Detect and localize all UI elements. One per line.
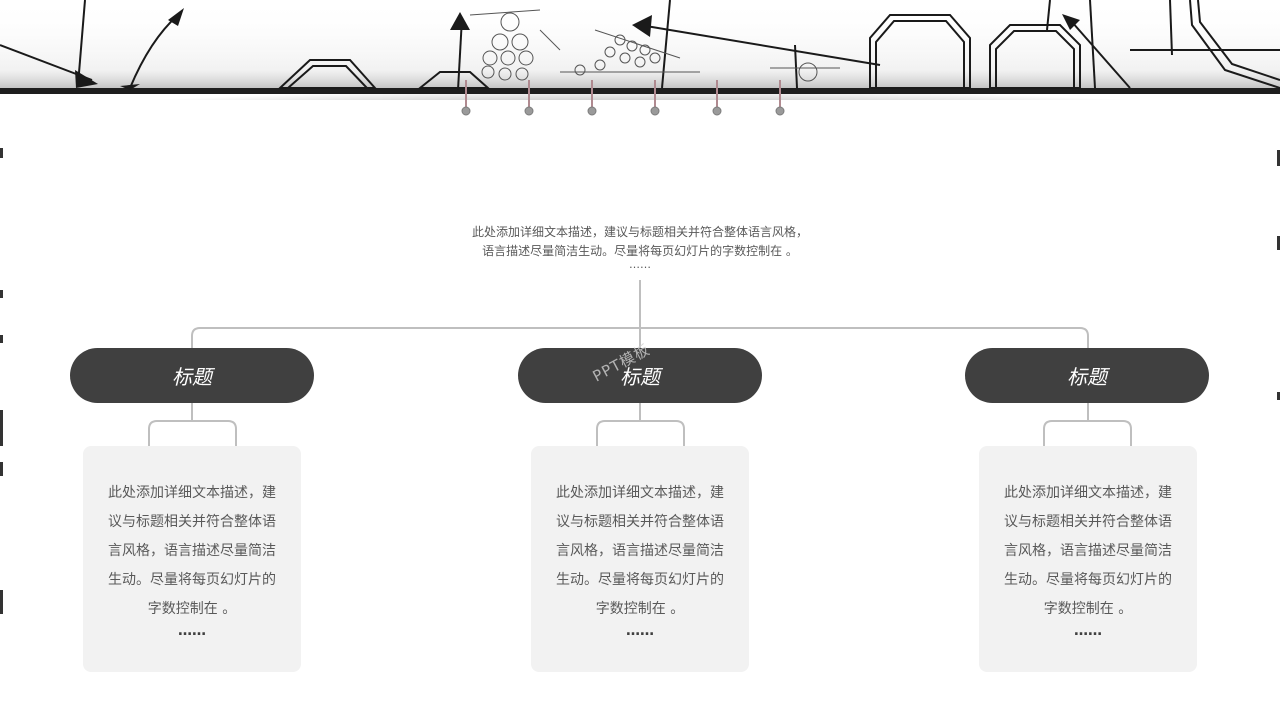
intro-line-2: 语言描述尽量简洁生动。尽量将每页幻灯片的字数控制在 。 [482,244,798,258]
banner-graphic [0,0,1280,100]
edge-mark [0,290,3,298]
card-line: 生动。尽量将每页幻灯片的 [1004,572,1172,588]
card-line: 此处添加详细文本描述，建 [556,485,724,501]
card-line: 言风格，语言描述尽量简洁 [556,543,724,559]
edge-mark [1277,392,1280,400]
card-line: 此处添加详细文本描述，建 [1004,485,1172,501]
card-line: 生动。尽量将每页幻灯片的 [108,572,276,588]
title-pill-3-label: 标题 [1067,365,1107,389]
card-line: 字数控制在 。 [595,601,685,617]
title-pill-1-label: 标题 [172,365,212,389]
card-line: 字数控制在 。 [1043,601,1133,617]
edge-mark [1277,150,1280,166]
text-card-2: 此处添加详细文本描述，建 议与标题相关并符合整体语 言风格，语言描述尽量简洁 生… [531,446,749,672]
card-line: 议与标题相关并符合整体语 [108,514,276,530]
title-pill-1: 标题 [70,348,314,403]
intro-ellipsis: …… [629,258,651,271]
title-pill-3: 标题 [965,348,1209,403]
card-line: 言风格，语言描述尽量简洁 [1004,543,1172,559]
text-card-1: 此处添加详细文本描述，建 议与标题相关并符合整体语 言风格，语言描述尽量简洁 生… [83,446,301,672]
text-card-3: 此处添加详细文本描述，建 议与标题相关并符合整体语 言风格，语言描述尽量简洁 生… [979,446,1197,672]
card-ellipsis: …… [1074,623,1102,639]
card-line: 议与标题相关并符合整体语 [1004,514,1172,530]
card-line: 生动。尽量将每页幻灯片的 [556,572,724,588]
card-line: 此处添加详细文本描述，建 [108,485,276,501]
title-pill-2-label: 标题 [620,365,660,389]
edge-mark [0,335,3,343]
edge-mark [0,148,3,158]
card-line: 言风格，语言描述尽量简洁 [108,543,276,559]
edge-mark [1277,236,1280,250]
intro-line-1: 此处添加详细文本描述，建议与标题相关并符合整体语言风格， [471,225,808,239]
header-banner [0,0,1280,100]
card-ellipsis: …… [626,623,654,639]
edge-mark [0,590,3,614]
edge-mark [0,462,3,476]
card-line: 字数控制在 。 [147,601,237,617]
intro-description: 此处添加详细文本描述，建议与标题相关并符合整体语言风格， 语言描述尽量简洁生动。… [400,223,880,271]
edge-mark [0,410,3,446]
title-pill-2: 标题 [518,348,762,403]
card-ellipsis: …… [178,623,206,639]
card-line: 议与标题相关并符合整体语 [556,514,724,530]
